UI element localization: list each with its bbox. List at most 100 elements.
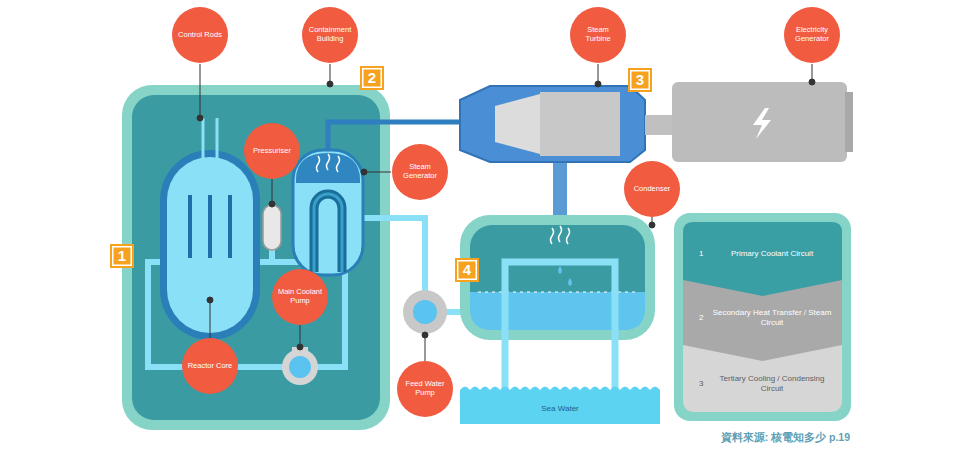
callout-number: 4 xyxy=(455,258,479,282)
legend-text: Secondary Heat Transfer / Steam Circuit xyxy=(712,308,832,328)
node-text: Sea Water xyxy=(541,404,579,413)
steam-generator-vessel xyxy=(293,150,363,275)
node-text: Feed Water Pump xyxy=(401,380,449,397)
reactor-vessel xyxy=(208,195,212,258)
condenser xyxy=(460,215,655,340)
leader-line xyxy=(595,81,601,87)
condenser xyxy=(568,278,572,286)
callout-number: 3 xyxy=(628,68,652,92)
turbine-to-condenser-pipe xyxy=(560,160,561,218)
callout-number: 1 xyxy=(110,244,134,268)
node-text: Main Coolant Pump xyxy=(276,288,324,305)
reactor-vessel xyxy=(188,195,192,258)
node-text: Steam Turbine xyxy=(574,26,622,43)
cooling-tube xyxy=(505,262,615,390)
node-text: Reactor Core xyxy=(186,362,234,371)
steam-generator-vessel xyxy=(293,150,363,275)
condenser xyxy=(567,228,570,244)
condenser xyxy=(551,228,554,244)
node-text: Containment Building xyxy=(306,26,354,43)
main-coolant-pump xyxy=(282,347,318,385)
node-text: Electricity Generator xyxy=(788,26,836,43)
steam-turbine xyxy=(460,86,645,162)
containment-building xyxy=(132,95,380,420)
legend-panel xyxy=(674,213,851,421)
steam-generator-vessel xyxy=(296,153,360,183)
feed-water-pump xyxy=(413,300,437,324)
turbine-to-condenser-pipe xyxy=(553,160,567,218)
pressuriser-vessel xyxy=(263,205,281,250)
sea-water-band: Sea Water xyxy=(460,392,660,424)
electricity-generator xyxy=(672,82,847,162)
legend-panel xyxy=(674,213,851,421)
leader-line xyxy=(272,179,273,204)
leader-line xyxy=(200,64,201,118)
callout-circle: Feed Water Pump xyxy=(397,361,453,417)
electricity-generator xyxy=(845,92,853,152)
steam-pipe xyxy=(328,122,462,152)
leader-line xyxy=(364,172,391,173)
leader-line xyxy=(425,335,426,361)
leader-line xyxy=(269,201,275,207)
callout-circle: Main Coolant Pump xyxy=(272,269,328,325)
steam-turbine xyxy=(460,86,673,162)
node-text: Control Rods xyxy=(176,31,224,40)
steam-turbine xyxy=(540,92,620,156)
steam-generator-vessel xyxy=(314,194,342,272)
steam-generator-vessel xyxy=(317,156,320,172)
feed-water-pipe xyxy=(362,218,425,292)
legend-text: Tertiary Cooling / Condensing Circuit xyxy=(712,374,832,394)
leader-line xyxy=(327,81,333,87)
condenser xyxy=(470,292,645,330)
steam-turbine xyxy=(645,115,673,135)
leader-line xyxy=(361,169,367,175)
legend-number: 2 xyxy=(699,312,703,324)
source-note: 資料來源: 核電知多少 p.19 xyxy=(721,431,850,445)
reactor-vessel xyxy=(202,118,205,200)
containment-building xyxy=(122,85,390,430)
condenser xyxy=(559,226,562,242)
primary-pipe xyxy=(269,250,275,262)
leader-line xyxy=(197,115,203,121)
cooling-tube xyxy=(505,262,615,390)
steam-generator-vessel xyxy=(337,156,340,172)
reactor-vessel xyxy=(228,195,232,258)
callout-circle: Pressuriser xyxy=(244,123,300,179)
callout-number: 2 xyxy=(360,66,384,90)
condenser xyxy=(460,215,655,340)
primary-pipe xyxy=(256,259,300,265)
node-text: Pressuriser xyxy=(248,147,296,156)
main-coolant-pump xyxy=(289,356,311,378)
legend-text: Primary Coolant Circuit xyxy=(712,249,832,259)
leader-line xyxy=(297,344,303,350)
callout-circle: Steam Generator xyxy=(392,144,448,200)
callout-circle: Steam Turbine xyxy=(570,7,626,63)
electricity-generator xyxy=(753,108,771,139)
condenser xyxy=(558,266,562,274)
leader-line xyxy=(422,332,428,338)
node-text: Steam Generator xyxy=(396,163,444,180)
leader-line xyxy=(207,297,213,303)
node-text: Condenser xyxy=(628,185,676,194)
steam-generator-vessel xyxy=(314,194,342,272)
leader-line xyxy=(210,300,211,338)
legend-swatch xyxy=(683,222,842,296)
callout-circle: Reactor Core xyxy=(182,338,238,394)
reactor-vessel xyxy=(160,150,260,340)
legend-number: 1 xyxy=(699,248,703,260)
legend-number: 3 xyxy=(699,378,703,390)
steam-pipe xyxy=(328,122,462,152)
steam-turbine xyxy=(495,94,540,154)
feed-water-pump xyxy=(403,290,447,334)
condenser xyxy=(470,225,645,330)
containment-building xyxy=(122,85,390,430)
callout-circle: Electricity Generator xyxy=(784,7,840,63)
leader-line xyxy=(809,79,815,85)
pressuriser-vessel xyxy=(263,205,281,250)
main-coolant-pump xyxy=(282,349,318,385)
steam-generator-vessel xyxy=(327,154,330,170)
callout-circle: Containment Building xyxy=(302,7,358,63)
callout-circle: Condenser xyxy=(624,161,680,217)
electricity-generator xyxy=(672,82,853,162)
